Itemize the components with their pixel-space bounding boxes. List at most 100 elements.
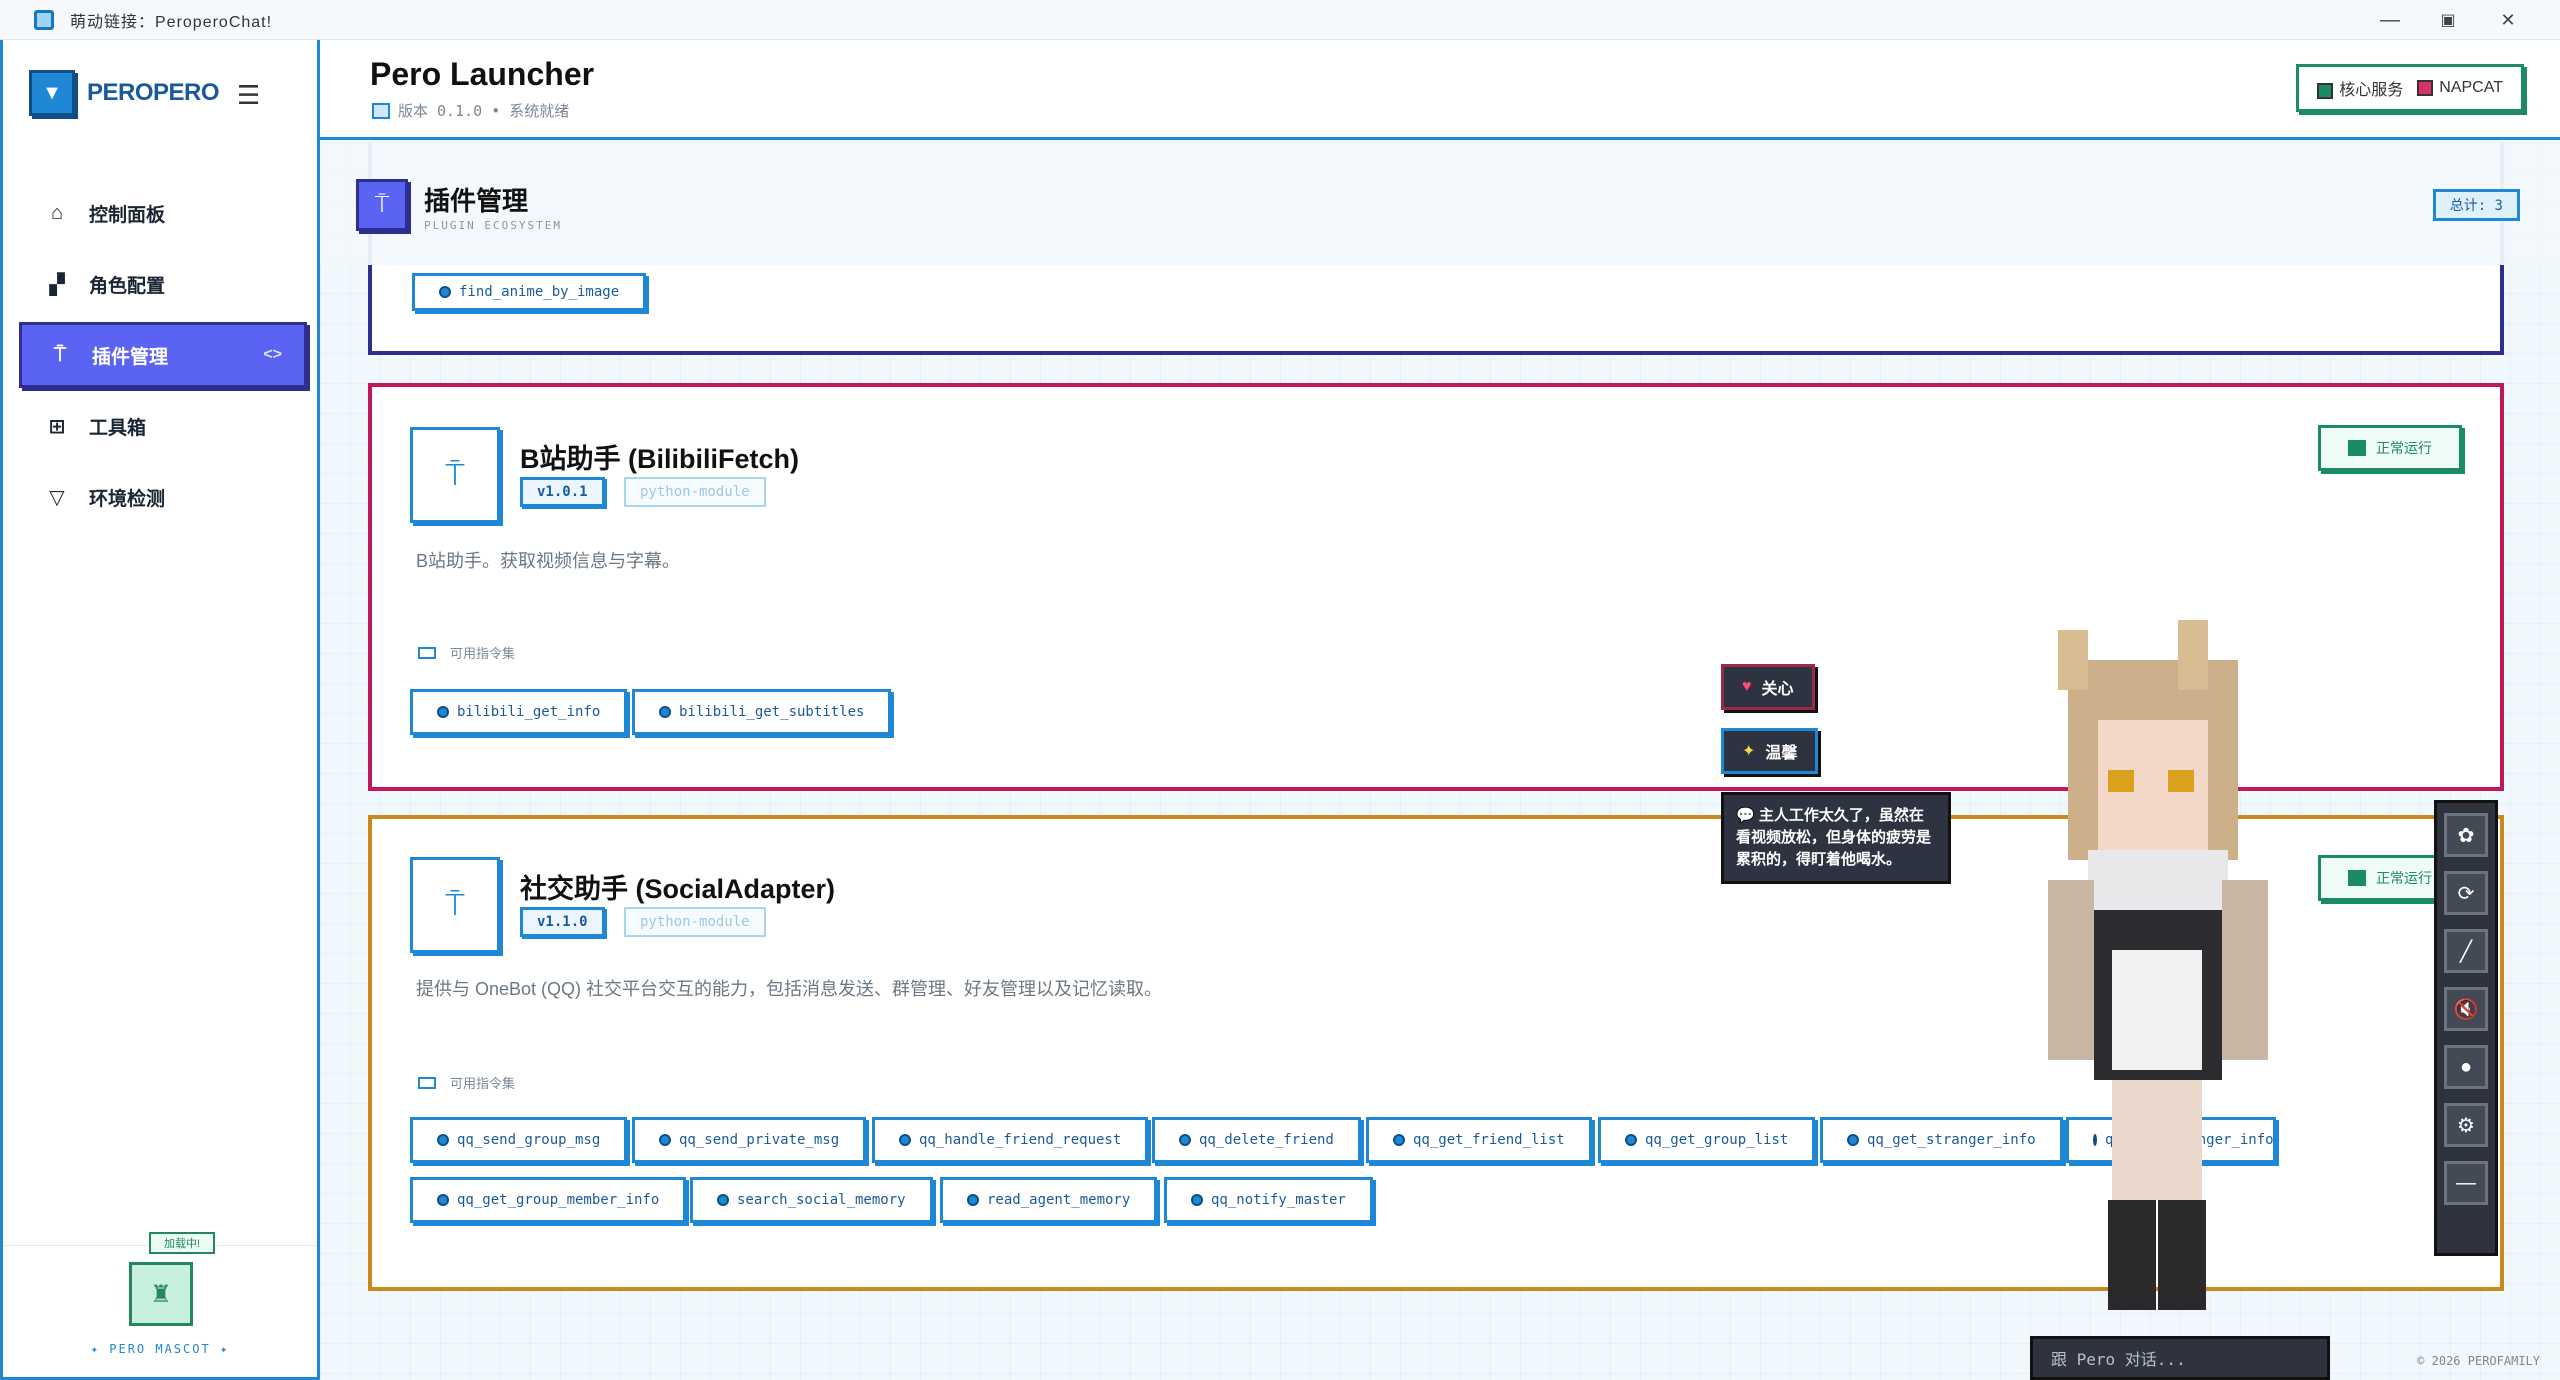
version-status: 版本 0.1.0 • 系统就绪 — [398, 102, 570, 120]
command-chip[interactable]: qq_get_friend_list — [1366, 1117, 1592, 1163]
collapse-icon[interactable]: — — [2444, 1161, 2488, 1205]
sidebar-item-toolbox[interactable]: ⊞ 工具箱 — [19, 393, 307, 459]
sidebar-item-environment[interactable]: ▽ 环境检测 — [19, 464, 307, 530]
command-dot-icon — [1847, 1134, 1859, 1146]
sidebar-item-plugins[interactable]: ⍑ 插件管理 <> — [19, 322, 307, 388]
plugin-card-bilibili: ⍑ B站助手 (BilibiliFetch) v1.0.1 python-mod… — [368, 383, 2504, 791]
core-service-label: 核心服务 — [2339, 82, 2404, 99]
pet-apron — [2112, 950, 2202, 1070]
gear-icon[interactable]: ⚙ — [2444, 1103, 2488, 1147]
command-dot-icon — [1393, 1134, 1405, 1146]
header-subtitle: 版本 0.1.0 • 系统就绪 — [372, 100, 569, 121]
plugin-icon: ⍑ — [410, 427, 500, 523]
command-dot-icon — [1625, 1134, 1637, 1146]
brand-name: PEROPERO — [87, 79, 220, 106]
command-chip[interactable]: read_agent_memory — [940, 1177, 1158, 1223]
mute-icon[interactable]: 🔇 — [2444, 987, 2488, 1031]
command-dot-icon — [659, 706, 671, 718]
plugin-name: B站助手 (BilibiliFetch) — [520, 444, 799, 474]
command-chip[interactable]: bilibili_get_info — [410, 689, 628, 735]
pet-eye-right — [2168, 770, 2194, 792]
app-icon — [34, 9, 54, 30]
mascot-label: ✦ PERO MASCOT ✦ — [90, 1342, 230, 1356]
plugin-version: v1.0.1 — [520, 477, 605, 507]
command-chip[interactable]: qq_delete_friend — [1152, 1117, 1361, 1163]
command-label: qq_get_group_list — [1645, 1132, 1789, 1148]
palette-icon[interactable]: ✿ — [2444, 813, 2488, 857]
home-icon: ⌂ — [50, 201, 64, 224]
plugin-version: v1.1.0 — [520, 907, 605, 937]
pet-chat-input[interactable]: 跟 Pero 对话... — [2030, 1336, 2330, 1380]
sidebar-item-label: 工具箱 — [89, 417, 147, 439]
code-icon: <> — [263, 346, 282, 363]
command-dot-icon — [2093, 1134, 2097, 1146]
mascot-icon[interactable]: ♜ — [129, 1262, 193, 1326]
mood-button-care[interactable]: ♥关心 — [1721, 664, 1815, 710]
speech-icon: 💬 — [1736, 807, 1759, 824]
refresh-icon[interactable]: ⟳ — [2444, 871, 2488, 915]
sidebar: ▼ PEROPERO ☰ ⌂ 控制面板 ▞ 角色配置 ⍑ 插件管理 <> ⊞ 工… — [0, 40, 320, 1380]
pet-legs — [2112, 1080, 2202, 1200]
command-chip[interactable]: qq_get_stranger_info — [1820, 1117, 2063, 1163]
mood-button-warm[interactable]: ✦温馨 — [1721, 728, 1819, 774]
sidebar-nav: ⌂ 控制面板 ▞ 角色配置 ⍑ 插件管理 <> ⊞ 工具箱 ▽ 环境检测 — [19, 180, 307, 535]
napcat-service-label: NAPCAT — [2439, 79, 2503, 96]
brand: ▼ PEROPERO — [29, 70, 220, 116]
command-label: bilibili_get_info — [457, 704, 601, 720]
page-title: Pero Launcher — [370, 56, 595, 92]
plugin-description: B站助手。获取视频信息与字幕。 — [416, 551, 681, 571]
pet-eye-left — [2108, 770, 2134, 792]
command-label: bilibili_get_subtitles — [679, 704, 865, 720]
command-dot-icon — [1191, 1194, 1203, 1206]
command-label: read_agent_memory — [987, 1192, 1131, 1208]
sparkle-icon: ✦ — [1742, 743, 1756, 760]
command-dot-icon — [439, 286, 451, 298]
sidebar-item-dashboard[interactable]: ⌂ 控制面板 — [19, 180, 307, 246]
command-label: qq_handle_friend_request — [919, 1132, 1122, 1148]
mood-label: 关心 — [1761, 681, 1794, 698]
command-dot-icon — [437, 706, 449, 718]
pet-arm-left — [2048, 880, 2094, 1060]
tool-icon[interactable]: ╱ — [2444, 929, 2488, 973]
minimize-button[interactable]: — — [2380, 8, 2400, 31]
close-button[interactable]: ✕ — [2500, 9, 2516, 30]
command-label: qq_send_group_msg — [457, 1132, 601, 1148]
command-chip[interactable]: qq_send_group_msg — [410, 1117, 628, 1163]
menu-toggle-icon[interactable]: ☰ — [237, 80, 261, 110]
status-icon — [2348, 870, 2366, 886]
command-chip[interactable]: find_anime_by_image — [412, 273, 647, 311]
footer-copyright: © 2026 PEROFAMILY — [2417, 1354, 2540, 1368]
pet-avatar[interactable] — [2028, 620, 2268, 1320]
command-chip[interactable]: qq_notify_master — [1164, 1177, 1373, 1223]
command-chip[interactable]: qq_send_private_msg — [632, 1117, 867, 1163]
command-dot-icon — [899, 1134, 911, 1146]
chat-icon[interactable]: ● — [2444, 1045, 2488, 1089]
plugin-status-badge[interactable]: 正常运行 — [2318, 425, 2462, 471]
commands-label: 可用指令集 — [418, 643, 515, 662]
plugin-description: 提供与 OneBot (QQ) 社交平台交互的能力，包括消息发送、群管理、好友管… — [416, 979, 1163, 999]
plugin-type: python-module — [624, 907, 766, 937]
core-service-status[interactable]: 核心服务 — [2317, 76, 2403, 100]
command-dot-icon — [437, 1194, 449, 1206]
section-title: 插件管理 — [424, 186, 529, 216]
command-dot-icon — [437, 1134, 449, 1146]
command-dot-icon — [967, 1194, 979, 1206]
command-label: qq_get_friend_list — [1413, 1132, 1565, 1148]
pet-toolbar: ✿ ⟳ ╱ 🔇 ● ⚙ — — [2434, 800, 2498, 1256]
triangle-icon: ▽ — [49, 486, 65, 509]
command-chip[interactable]: bilibili_get_subtitles — [632, 689, 892, 735]
sidebar-item-character[interactable]: ▞ 角色配置 — [19, 251, 307, 317]
command-chip[interactable]: qq_handle_friend_request — [872, 1117, 1149, 1163]
window-title: 萌动链接：PeroperoChat! — [70, 13, 273, 31]
plugin-icon: ⍑ — [410, 857, 500, 953]
plugin-icon: ⍑ — [356, 179, 408, 231]
pet-speech-bubble: 💬 主人工作太久了，虽然在看视频放松，但身体的疲劳是累积的，得盯着他喝水。 — [1721, 792, 1951, 884]
plugin-status-label: 正常运行 — [2376, 440, 2432, 456]
command-chip[interactable]: qq_get_group_list — [1598, 1117, 1816, 1163]
napcat-service-status[interactable]: NAPCAT — [2417, 79, 2503, 97]
command-dot-icon — [659, 1134, 671, 1146]
service-status-panel: 核心服务 NAPCAT — [2296, 64, 2524, 112]
command-chip[interactable]: search_social_memory — [690, 1177, 933, 1223]
command-chip[interactable]: qq_get_group_member_info — [410, 1177, 687, 1223]
maximize-button[interactable]: ▣ — [2440, 12, 2456, 29]
